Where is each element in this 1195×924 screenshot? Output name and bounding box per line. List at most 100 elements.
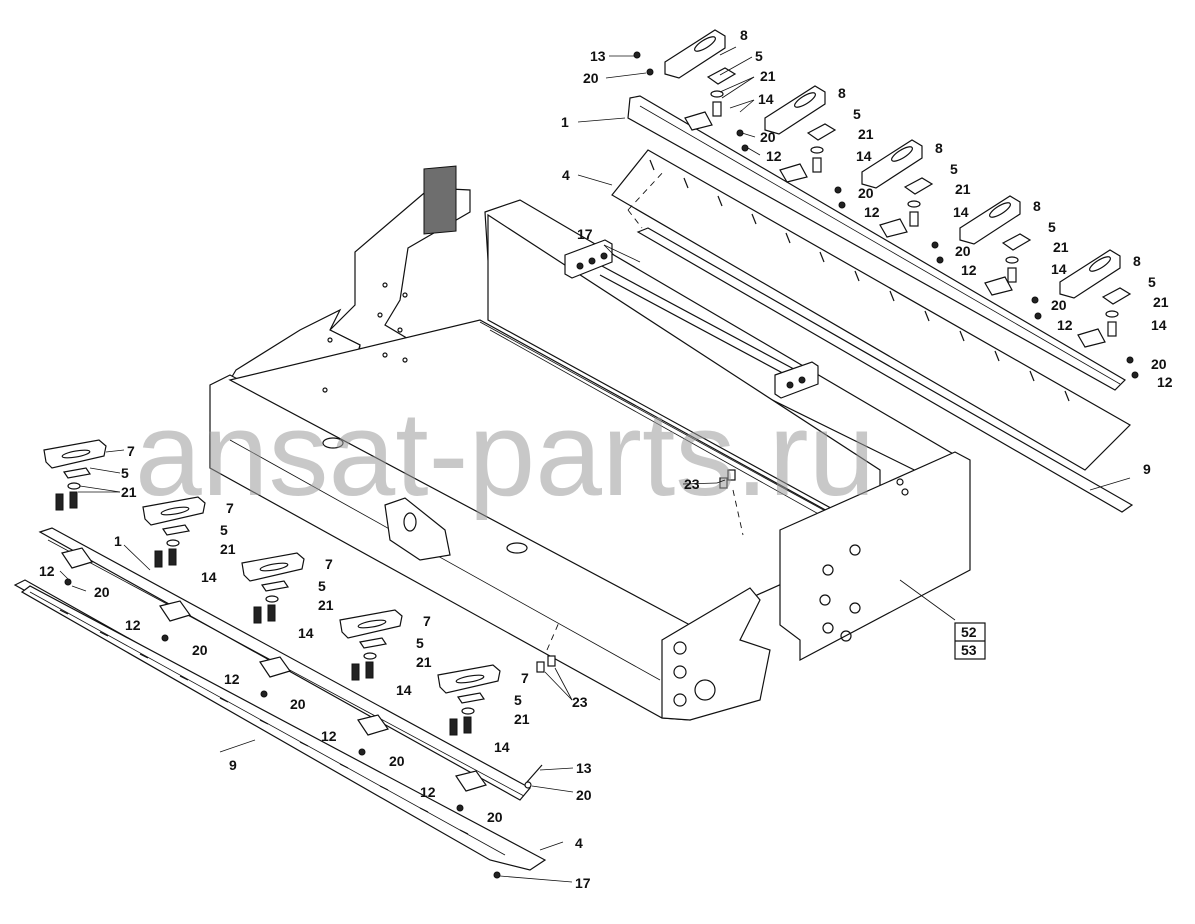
leader-lines <box>59 46 1131 883</box>
part-23-lower-a <box>536 661 545 673</box>
label-20: 20 <box>760 129 776 145</box>
label-20: 20 <box>1151 356 1167 372</box>
lower-edge-assembly <box>13 527 547 879</box>
left-side-pad <box>423 165 457 235</box>
lower-teeth <box>43 439 501 736</box>
label-12: 12 <box>321 728 337 744</box>
label-20: 20 <box>1051 297 1067 313</box>
label-7: 7 <box>521 670 529 686</box>
label-14: 14 <box>1051 261 1067 277</box>
label-1: 1 <box>114 533 122 549</box>
label-21: 21 <box>220 541 236 557</box>
label-5: 5 <box>1148 274 1156 290</box>
label-21: 21 <box>858 126 874 142</box>
part-23-lower-b <box>547 655 556 667</box>
label-14: 14 <box>1151 317 1167 333</box>
bolt-block-lower <box>774 361 819 399</box>
blade-upper <box>611 149 1131 471</box>
label-20: 20 <box>858 185 874 201</box>
label-7: 7 <box>226 500 234 516</box>
label-21: 21 <box>514 711 530 727</box>
label-21: 21 <box>121 484 137 500</box>
hitch-lug <box>384 497 451 561</box>
label-5: 5 <box>416 635 424 651</box>
label-5: 5 <box>220 522 228 538</box>
label-21: 21 <box>1153 294 1169 310</box>
bolt-block-upper <box>564 239 613 279</box>
part-23-upper-a <box>719 477 728 489</box>
label-5: 5 <box>121 465 129 481</box>
label-21: 21 <box>318 597 334 613</box>
label-12: 12 <box>1057 317 1073 333</box>
label-12: 12 <box>224 671 240 687</box>
label-12: 12 <box>1157 374 1173 390</box>
label-1: 1 <box>561 114 569 130</box>
blade-lower <box>20 585 547 871</box>
label-12: 12 <box>864 204 880 220</box>
callouts: 13 20 1 4 17 9 8 5 21 14 20 12 8 5 21 14… <box>39 27 1173 891</box>
label-20: 20 <box>955 243 971 259</box>
label-20: 20 <box>487 809 503 825</box>
label-14: 14 <box>758 91 774 107</box>
label-20: 20 <box>192 642 208 658</box>
strip-upper <box>636 227 1134 513</box>
label-14: 14 <box>298 625 314 641</box>
label-9: 9 <box>229 757 237 773</box>
label-20: 20 <box>583 70 599 86</box>
label-20: 20 <box>290 696 306 712</box>
label-5: 5 <box>318 578 326 594</box>
label-14: 14 <box>856 148 872 164</box>
right-end-plate <box>779 451 971 661</box>
label-12: 12 <box>766 148 782 164</box>
label-21: 21 <box>955 181 971 197</box>
part-23-upper-b <box>727 469 736 481</box>
label-20: 20 <box>576 787 592 803</box>
label-5: 5 <box>514 692 522 708</box>
label-17: 17 <box>577 226 593 242</box>
label-12: 12 <box>39 563 55 579</box>
label-21: 21 <box>416 654 432 670</box>
label-8: 8 <box>1133 253 1141 269</box>
label-12: 12 <box>961 262 977 278</box>
bucket-body <box>209 165 971 721</box>
blade-lower-marks <box>59 609 469 835</box>
label-4: 4 <box>575 835 583 851</box>
tooth-8 <box>664 29 726 79</box>
label-5: 5 <box>950 161 958 177</box>
tooth-7 <box>43 439 107 469</box>
label-23: 23 <box>572 694 588 710</box>
label-23: 23 <box>684 476 700 492</box>
floor-boss-center <box>506 542 528 554</box>
watermark: ansat-parts.ru <box>135 387 875 521</box>
label-20: 20 <box>94 584 110 600</box>
label-21: 21 <box>1053 239 1069 255</box>
label-52: 52 <box>961 624 977 640</box>
label-7: 7 <box>127 443 135 459</box>
label-8: 8 <box>838 85 846 101</box>
label-7: 7 <box>325 556 333 572</box>
label-5: 5 <box>853 106 861 122</box>
label-5: 5 <box>1048 219 1056 235</box>
label-8: 8 <box>935 140 943 156</box>
label-17: 17 <box>575 875 591 891</box>
label-13: 13 <box>576 760 592 776</box>
label-7: 7 <box>423 613 431 629</box>
upper-teeth <box>633 29 1139 379</box>
upper-edge-assembly <box>611 95 1134 513</box>
label-8: 8 <box>740 27 748 43</box>
label-53: 53 <box>961 642 977 658</box>
label-8: 8 <box>1033 198 1041 214</box>
label-5: 5 <box>755 48 763 64</box>
label-14: 14 <box>494 739 510 755</box>
label-4: 4 <box>562 167 570 183</box>
label-12: 12 <box>420 784 436 800</box>
blade-upper-bolts <box>649 159 1070 402</box>
label-9: 9 <box>1143 461 1151 477</box>
label-13: 13 <box>590 48 606 64</box>
right-lower-plate <box>661 587 771 721</box>
label-21: 21 <box>760 68 776 84</box>
label-12: 12 <box>125 617 141 633</box>
label-14: 14 <box>953 204 969 220</box>
label-14: 14 <box>201 569 217 585</box>
